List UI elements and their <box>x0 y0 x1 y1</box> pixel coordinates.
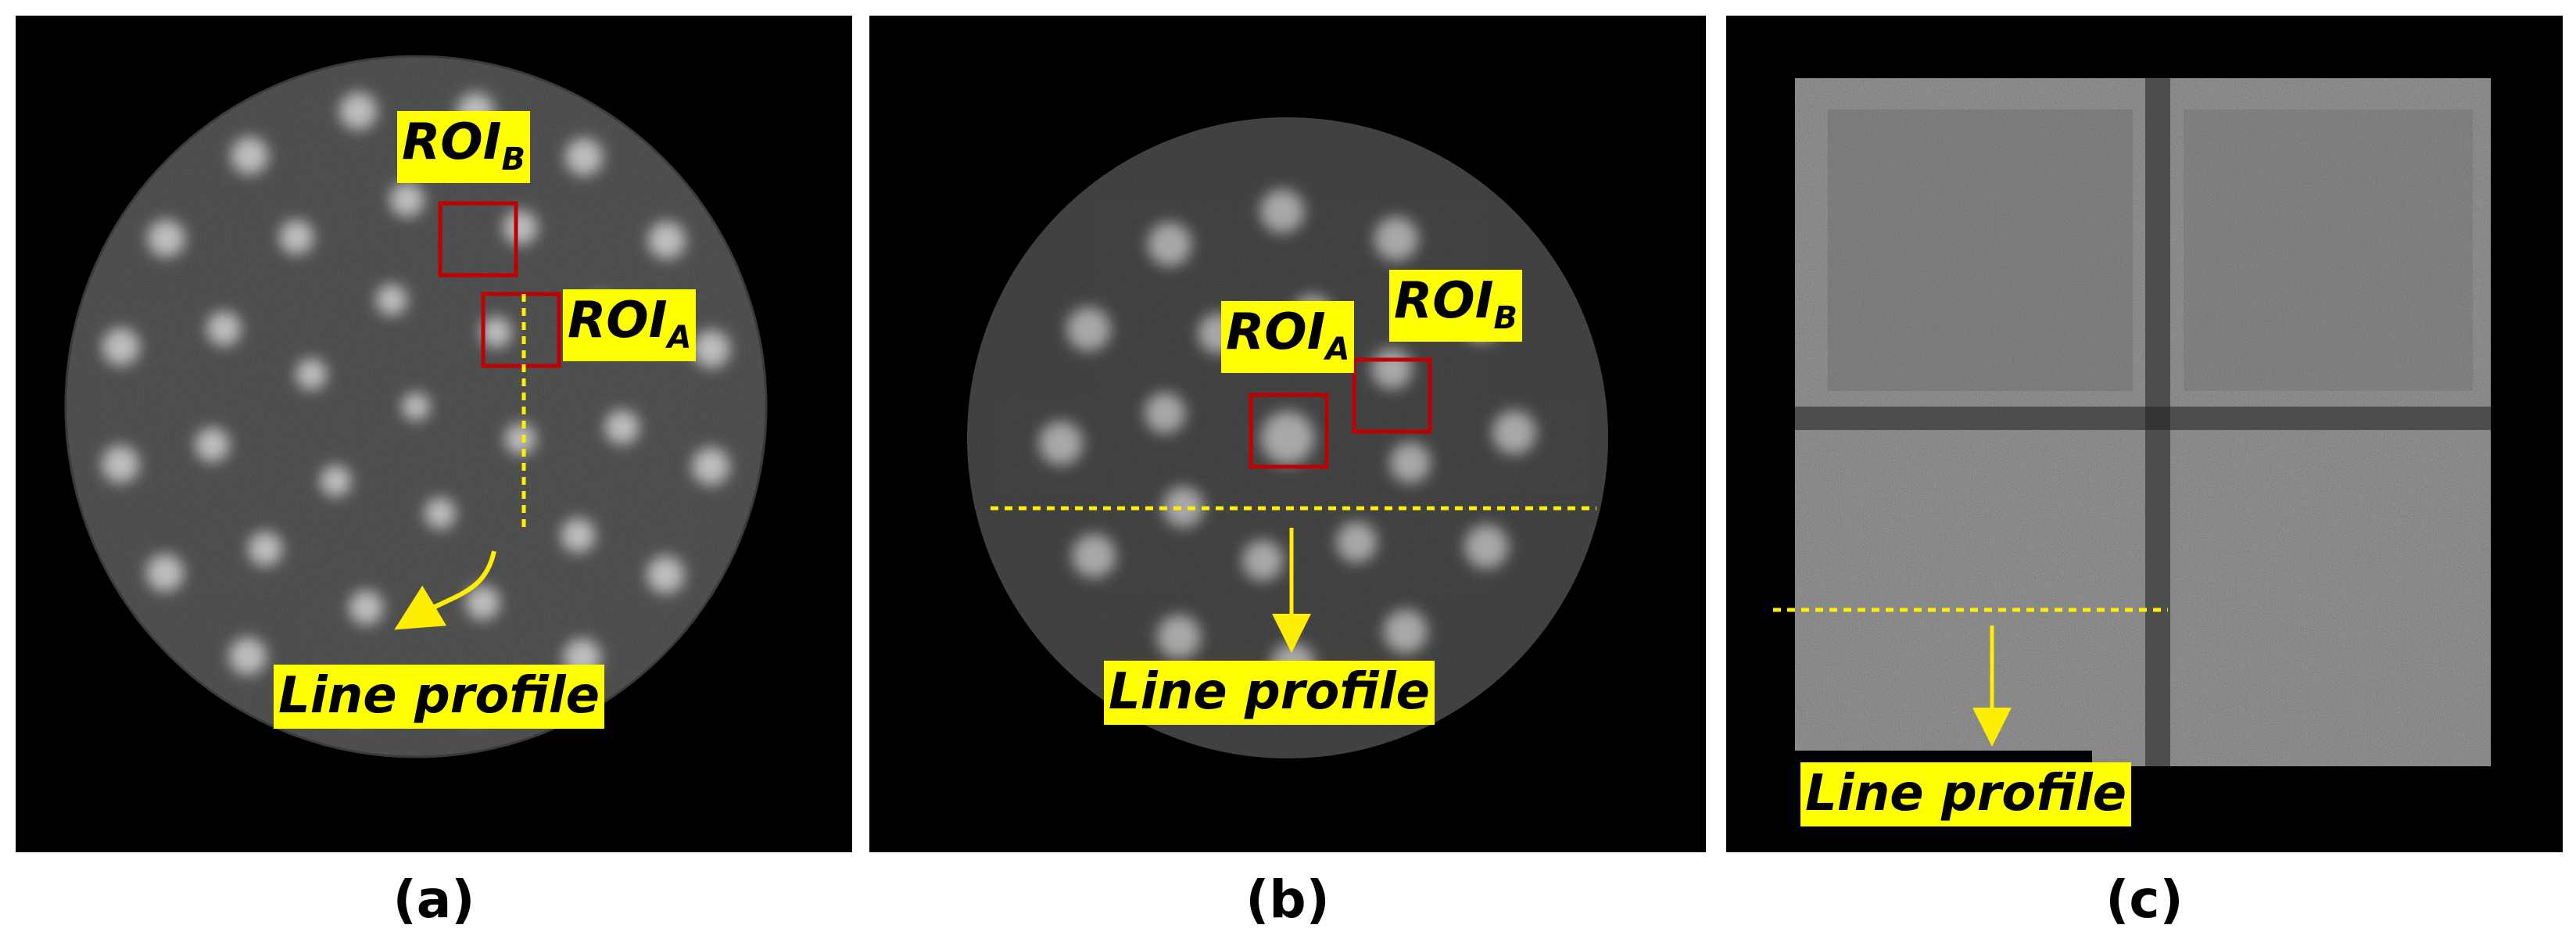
phantom-spot <box>1156 615 1201 659</box>
phantom-spot <box>1389 442 1431 483</box>
panel-a-image: ROIB ROIA Line profile <box>16 16 852 852</box>
phantom-spot <box>1148 222 1192 267</box>
phantom-spot <box>647 556 685 594</box>
line-profile-label: Line profile <box>1800 762 2132 826</box>
phantom-spot <box>248 531 283 566</box>
phantom-a-edge <box>64 55 768 758</box>
phantom-spot <box>320 465 352 497</box>
phantom-spot <box>480 316 512 348</box>
phantom-spot <box>1163 486 1204 528</box>
phantom-spot <box>565 138 604 176</box>
phantom-spot <box>465 585 500 620</box>
panel-c-image: Line profile <box>1726 16 2563 852</box>
caption-b: (b) <box>1245 869 1330 930</box>
roi-b-label: ROIB <box>1389 270 1522 342</box>
roi-b-label: ROIB <box>397 111 530 183</box>
phantom-spot <box>647 221 686 260</box>
phantom-spot <box>1066 307 1111 351</box>
phantom-spot <box>1145 393 1186 434</box>
phantom-spot <box>206 311 242 346</box>
phantom-spot <box>561 518 596 553</box>
phantom-spot <box>1039 421 1084 465</box>
phantom-spot <box>228 637 267 676</box>
phantom-spot <box>349 590 384 626</box>
phantom-spot <box>296 358 328 390</box>
panel-b-phantom <box>967 117 1608 758</box>
roi-a-box <box>1249 393 1329 469</box>
panel-b-image: ROIA ROIB Line profile <box>869 16 1706 852</box>
phantom-spot <box>146 554 185 592</box>
phantom-spot <box>1383 609 1428 654</box>
line-profile-label: Line profile <box>274 665 605 729</box>
phantom-spot <box>339 92 378 131</box>
roi-a-label: ROIA <box>563 289 697 361</box>
quadrant-top-right <box>2184 109 2473 391</box>
line-profile-label: Line profile <box>1104 661 1435 725</box>
phantom-spot <box>1464 525 1509 569</box>
phantom-spot <box>1371 348 1413 389</box>
phantom-spot <box>147 219 185 257</box>
phantom-spot <box>1242 540 1284 581</box>
phantom-spot <box>1336 522 1378 563</box>
roi-b-box <box>1352 357 1432 434</box>
phantom-spot <box>102 328 140 366</box>
phantom-spot <box>604 410 640 445</box>
phantom-a-spots <box>102 92 730 721</box>
roi-a-label: ROIA <box>1221 301 1355 373</box>
horizontal-gap <box>1795 407 2491 430</box>
phantom-spot <box>504 423 536 455</box>
phantom-spot <box>1374 217 1419 261</box>
panel-c-phantom <box>1773 78 2491 852</box>
line-profile-arrow <box>394 550 496 630</box>
roi-a-box <box>481 292 561 368</box>
phantom-spot <box>195 427 230 462</box>
phantom-spot <box>1261 411 1314 464</box>
roi-b-box <box>438 201 518 278</box>
phantom-spot <box>692 330 730 368</box>
phantom-spot <box>425 497 457 529</box>
phantom-spot <box>279 220 314 255</box>
phantom-spot <box>503 210 538 246</box>
caption-a: (a) <box>392 869 475 930</box>
phantom-spot <box>375 284 407 316</box>
quadrant-top-left <box>1828 109 2133 391</box>
phantom-spot <box>1492 410 1536 455</box>
phantom-spot <box>231 137 269 175</box>
caption-c: (c) <box>2105 869 2184 930</box>
phantom-spot <box>1260 189 1305 234</box>
phantom-spot <box>389 182 425 217</box>
phantom-spot <box>102 445 140 483</box>
phantom-spot <box>1072 533 1116 578</box>
phantom-spot <box>402 393 430 421</box>
phantom-spot <box>692 447 730 486</box>
